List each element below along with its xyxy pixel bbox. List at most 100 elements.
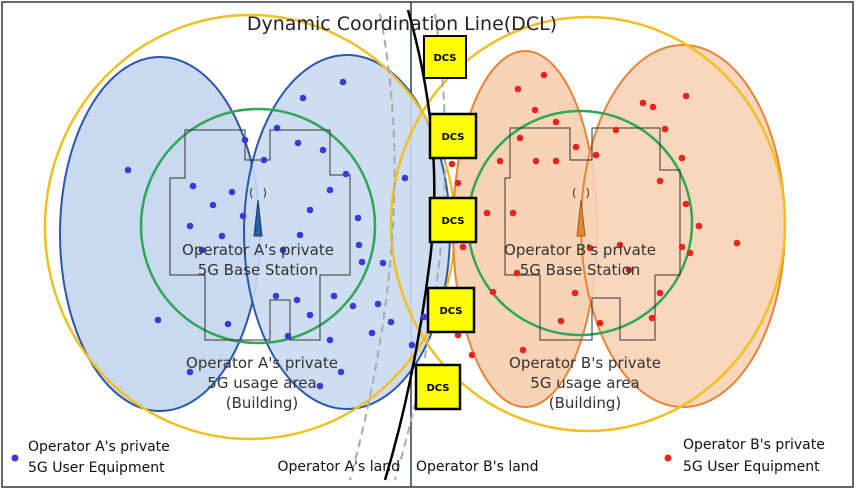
operator-b-ue-dot — [616, 241, 624, 249]
operator-a-ue-dot — [339, 78, 347, 86]
operator-a-ue-dot — [387, 318, 395, 326]
operator-b-ue-dot — [513, 269, 521, 277]
operator-a-usage-ring — [139, 107, 377, 345]
operator-a-ue-dot — [420, 313, 428, 321]
operator-b-ue-dot — [557, 317, 565, 325]
operator-b-usage-label-3: (Building) — [549, 394, 622, 412]
operator-b-ue-dot — [648, 314, 656, 322]
operator-a-ue-dot — [224, 320, 232, 328]
operator-b-ue-dot — [519, 346, 527, 354]
operator-b-ue-dot — [733, 239, 741, 247]
operator-b-ue-dot — [678, 243, 686, 251]
operator-a-ue-dot — [296, 231, 304, 239]
operator-a-ue-dot — [189, 182, 197, 190]
operator-b-ue-dot — [468, 351, 476, 359]
operator-a-ue-dot — [342, 170, 350, 178]
operator-a-usage-label-3: (Building) — [226, 394, 299, 412]
operator-a-ue-dot — [241, 136, 249, 144]
operator-a-base-station-icon — [250, 187, 266, 237]
operator-b-ue-dot — [656, 177, 664, 185]
operator-a-dashed-boundary — [349, 13, 396, 481]
operator-b-ue-dot — [625, 266, 633, 274]
operator-b-ue-dot — [639, 99, 647, 107]
operator-a-ue-dot — [239, 212, 247, 220]
operator-a-legend-label-1: Operator A's private — [28, 439, 170, 455]
dcs-box-2: DCS — [428, 112, 478, 160]
dcs-label: DCS — [426, 383, 449, 394]
operator-b-ue-dot — [454, 331, 462, 339]
operator-b-ue-dot — [448, 160, 456, 168]
operator-a-ue-dot — [218, 232, 226, 240]
operator-a-ue-dot — [368, 329, 376, 337]
operator-b-usage-label-1: Operator B's private — [509, 354, 661, 372]
dcs-label: DCS — [433, 53, 456, 64]
operator-a-ue-dot — [330, 292, 338, 300]
operator-b-ue-dot — [612, 126, 620, 134]
operator-b-legend-dot — [664, 454, 672, 462]
operator-b-ue-dot — [552, 118, 560, 126]
dcs-box-5: DCS — [414, 363, 462, 411]
operator-b-ue-dot — [695, 222, 703, 230]
operator-a-ue-group — [124, 78, 428, 390]
operator-b-ue-dot — [682, 200, 690, 208]
operator-b-legend-label-2: 5G User Equipment — [683, 459, 820, 475]
operator-b-ue-dot — [532, 157, 540, 165]
operator-b-ue-dot — [459, 243, 467, 251]
operator-b-ue-dot — [552, 157, 560, 165]
operator-a-ue-dot — [326, 336, 334, 344]
operator-b-ue-dot — [592, 151, 600, 159]
operator-a-ue-dot — [284, 332, 292, 340]
operator-b-base-station-label-2: 5G Base Station — [520, 261, 641, 279]
operator-b-ue-dot — [454, 179, 462, 187]
operator-b-coverage-ring — [389, 15, 787, 433]
operator-b-land-label: Operator B's land — [416, 459, 539, 475]
operator-b-ue-dot — [656, 289, 664, 297]
operator-a-ue-dot — [349, 302, 357, 310]
operator-a-ue-dot — [272, 292, 280, 300]
operator-a-ue-dot — [337, 368, 345, 376]
dcs-label: DCS — [441, 132, 464, 143]
operator-a-ue-dot — [299, 94, 307, 102]
operator-b-ue-dot — [649, 103, 657, 111]
operator-a-legend-label-2: 5G User Equipment — [28, 460, 165, 476]
operator-b-ue-dot — [682, 92, 690, 100]
operator-b-legend-label-1: Operator B's private — [683, 437, 825, 453]
operator-b-ue-dot — [509, 209, 517, 217]
operator-b-ue-dot — [678, 154, 686, 162]
operator-a-building-outline — [169, 129, 351, 341]
operator-a-usage-label-1: Operator A's private — [186, 354, 338, 372]
operator-b-legend: Operator B's private 5G User Equipment — [664, 437, 825, 475]
operator-a-ue-dot — [319, 146, 327, 154]
operator-a-legend: Operator A's private 5G User Equipment — [11, 439, 170, 476]
operator-b-ue-dot — [686, 249, 694, 257]
operator-a-ue-dot — [316, 382, 324, 390]
operator-b-usage-label-2: 5G usage area — [530, 374, 639, 392]
operator-a-ue-dot — [273, 124, 281, 132]
operator-b-ue-dot — [516, 134, 524, 142]
operator-a-ue-dot — [209, 201, 217, 209]
operator-a-ue-dot — [186, 368, 194, 376]
operator-a-ue-dot — [306, 311, 314, 319]
operator-b-ue-dot — [596, 319, 604, 327]
operator-a-legend-dot — [11, 454, 19, 462]
operator-a-base-station-label-2: 5G Base Station — [198, 261, 319, 279]
operator-b-ue-dot — [496, 157, 504, 165]
operator-b-ue-dot — [483, 209, 491, 217]
dcs-box-1: DCS — [423, 35, 467, 79]
dcs-label: DCS — [439, 306, 462, 317]
dcs-box-4: DCS — [426, 286, 476, 334]
operator-b-ue-dot — [531, 106, 539, 114]
operator-a-ue-dot — [326, 186, 334, 194]
operator-a-ue-dot — [260, 156, 268, 164]
operator-a-land-label: Operator A's land — [277, 459, 400, 475]
operator-a-ue-dot — [401, 174, 409, 182]
operator-b-base-station-label-1: Operator B's private — [504, 241, 656, 259]
operator-a-ue-dot — [293, 296, 301, 304]
diagram-title: Dynamic Coordination Line(DCL) — [247, 13, 557, 35]
dcs-box-3: DCS — [428, 196, 478, 244]
operator-a-ue-dot — [124, 166, 132, 174]
operator-b-base-station-icon — [573, 187, 589, 237]
operator-b-ue-group — [448, 71, 741, 359]
